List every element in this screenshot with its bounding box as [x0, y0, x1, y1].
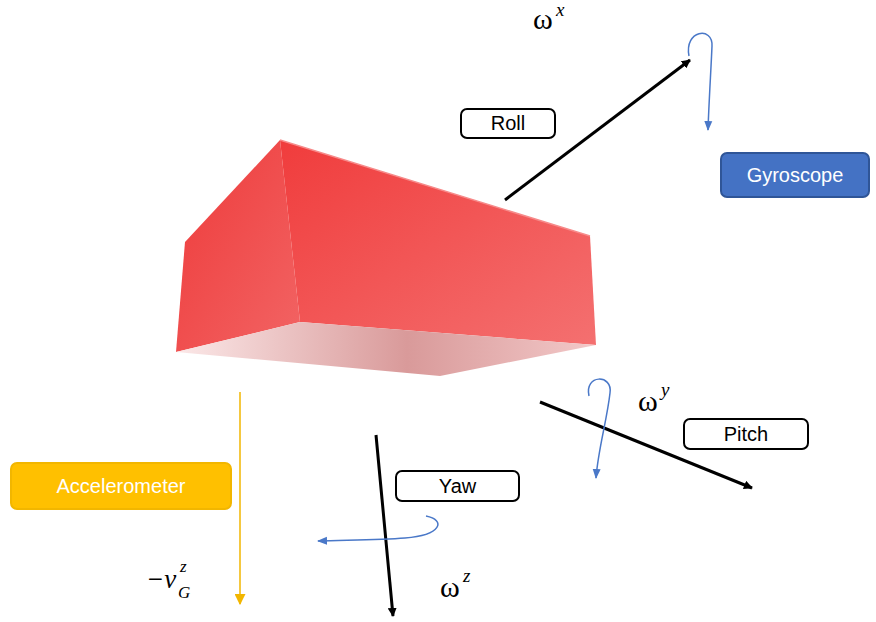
pitch-rotation-arrow	[588, 379, 610, 478]
box-edge	[280, 140, 590, 236]
node-text: Yaw	[439, 475, 476, 498]
axis-label-box: Roll	[460, 108, 556, 139]
accelerometer-arrow	[239, 392, 241, 604]
yaw-rotation-arrow	[318, 516, 438, 541]
axis-superscript: y	[661, 380, 669, 399]
node-text: Gyroscope	[747, 164, 844, 187]
sensor-label-box: Accelerometer	[10, 462, 232, 510]
angular-rate-symbol: ω	[440, 572, 460, 602]
axis-superscript: z	[463, 566, 470, 585]
box-front-face	[280, 140, 596, 345]
angular-rate-symbol: ω	[533, 4, 553, 34]
sensor-label-box: Gyroscope	[720, 152, 870, 198]
velocity-subscript: G	[178, 584, 190, 601]
angular-rate-symbol: ω	[638, 386, 658, 416]
node-text: Pitch	[724, 423, 768, 446]
axis-superscript: x	[556, 0, 564, 19]
node-text: Roll	[491, 112, 525, 135]
axis-label-box: Pitch	[683, 418, 809, 450]
node-text: Accelerometer	[57, 475, 186, 498]
red-box	[176, 140, 596, 376]
axis-label-box: Yaw	[395, 470, 520, 502]
box-left-face	[176, 140, 300, 352]
box-bottom-face	[176, 322, 596, 376]
roll-rotation-arrow	[688, 33, 712, 130]
velocity-symbol: −v	[146, 566, 176, 593]
yaw-axis	[376, 435, 393, 616]
axis-superscript: z	[180, 558, 187, 575]
